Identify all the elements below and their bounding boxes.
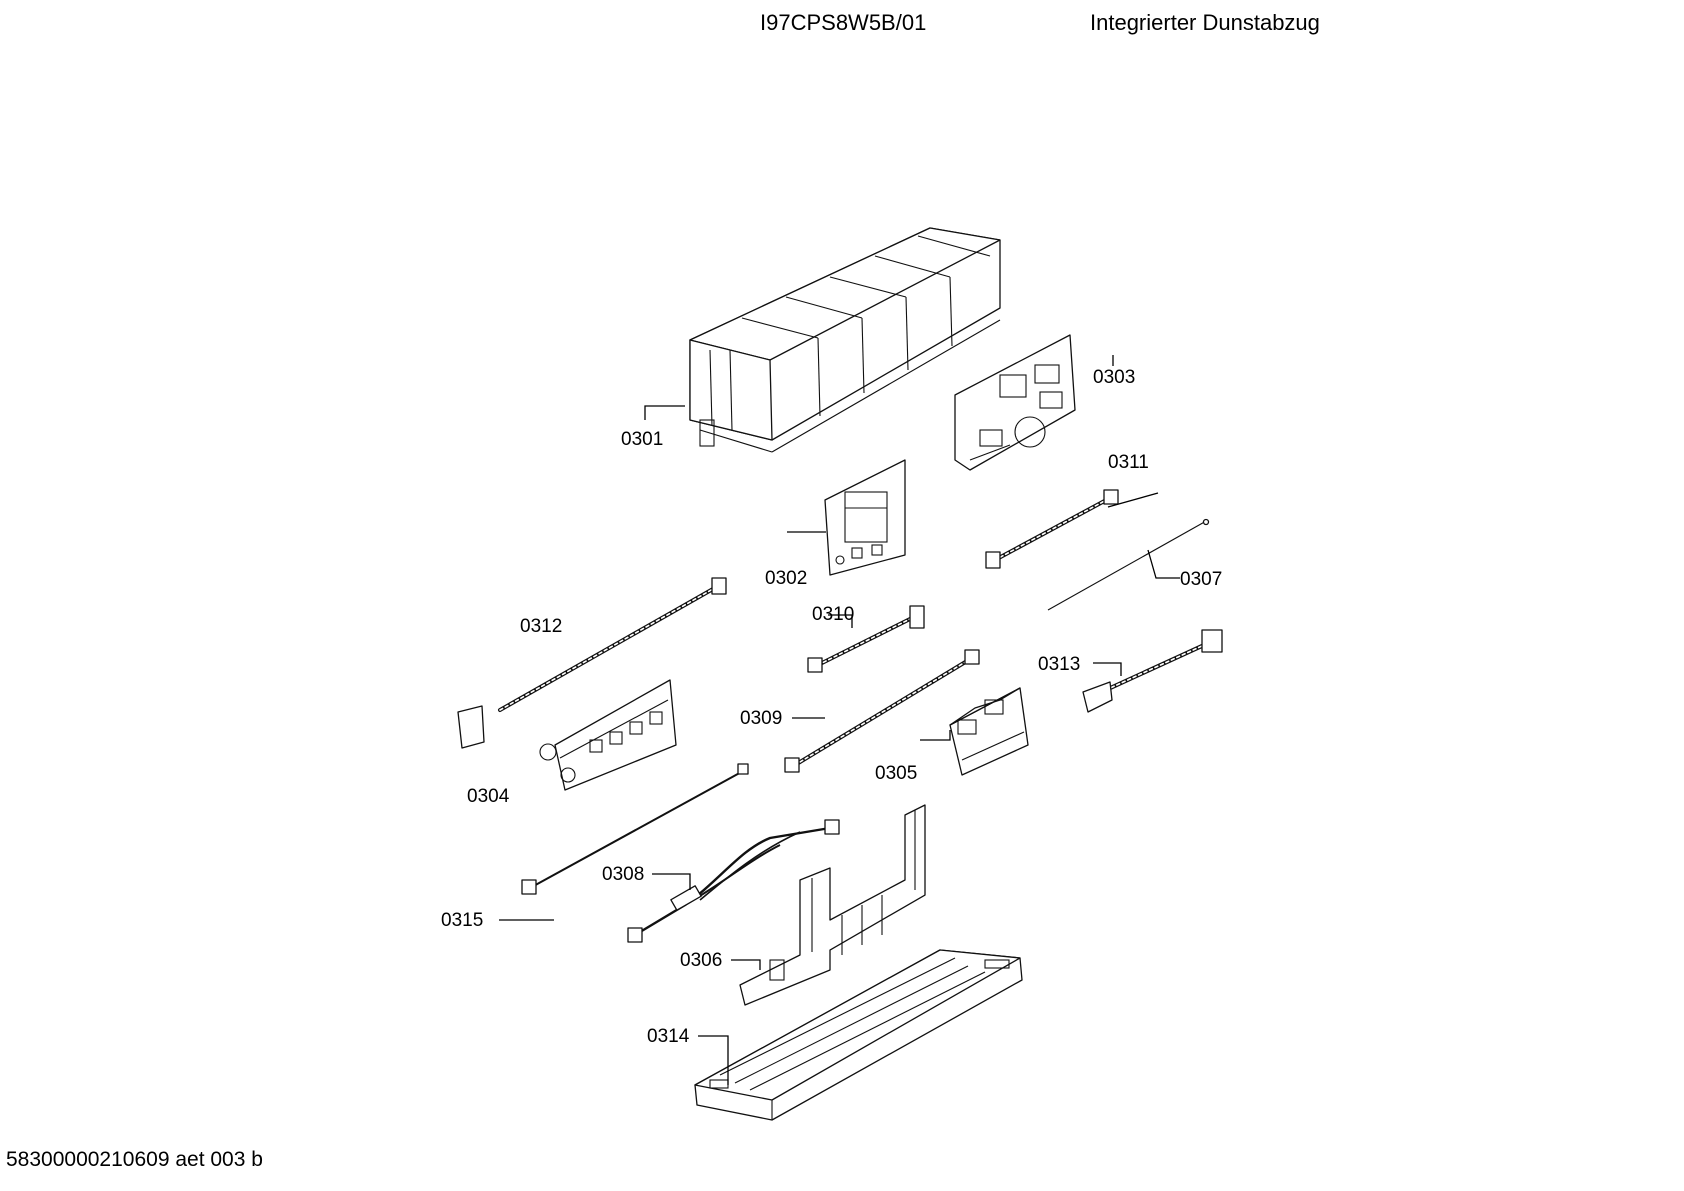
leader-lines: [499, 355, 1180, 1085]
part-0304-control-module-icon[interactable]: [539, 679, 677, 791]
part-0309-cable-icon[interactable]: [784, 649, 980, 773]
label-0311: 0311: [1108, 452, 1149, 473]
part-0302-transformer-board-icon[interactable]: [824, 459, 906, 576]
part-0313-cable-icon[interactable]: [1082, 629, 1223, 713]
part-labels: 0301 0303 0311 0302 0307 0312 0310 0313 …: [441, 367, 1222, 1047]
part-0312-cable-icon[interactable]: [457, 577, 727, 749]
part-0306-holder-bracket-icon[interactable]: [739, 804, 926, 1006]
label-0315: 0315: [441, 910, 483, 931]
label-0310: 0310: [812, 604, 854, 625]
label-0307: 0307: [1180, 569, 1222, 590]
part-0303-motor-control-board-icon[interactable]: [954, 334, 1076, 471]
part-0308-cable-harness-icon[interactable]: [627, 819, 840, 943]
part-0305-electronic-module-icon[interactable]: [949, 687, 1029, 776]
label-0308: 0308: [602, 864, 644, 885]
part-0307-wire-icon[interactable]: [1047, 518, 1210, 611]
label-0301: 0301: [621, 429, 663, 450]
document-code: 58300000210609 aet 003 b: [6, 1148, 263, 1171]
label-0305: 0305: [875, 763, 917, 784]
part-0314-tray-icon[interactable]: [694, 949, 1023, 1121]
part-0311-cable-icon[interactable]: [985, 489, 1119, 569]
label-0314: 0314: [647, 1026, 690, 1047]
label-0304: 0304: [467, 786, 510, 807]
appliance-description: Integrierter Dunstabzug: [1090, 10, 1320, 35]
part-0310-cable-icon[interactable]: [807, 605, 925, 673]
label-0303: 0303: [1093, 367, 1135, 388]
model-number: I97CPS8W5B/01: [760, 10, 927, 35]
part-0301-filter-housing-icon[interactable]: [689, 227, 1001, 453]
label-0309: 0309: [740, 708, 782, 729]
label-0306: 0306: [680, 950, 722, 971]
label-0302: 0302: [765, 568, 807, 589]
label-0313: 0313: [1038, 654, 1080, 675]
label-0312: 0312: [520, 616, 562, 637]
part-0315-cable-icon[interactable]: [521, 763, 749, 895]
